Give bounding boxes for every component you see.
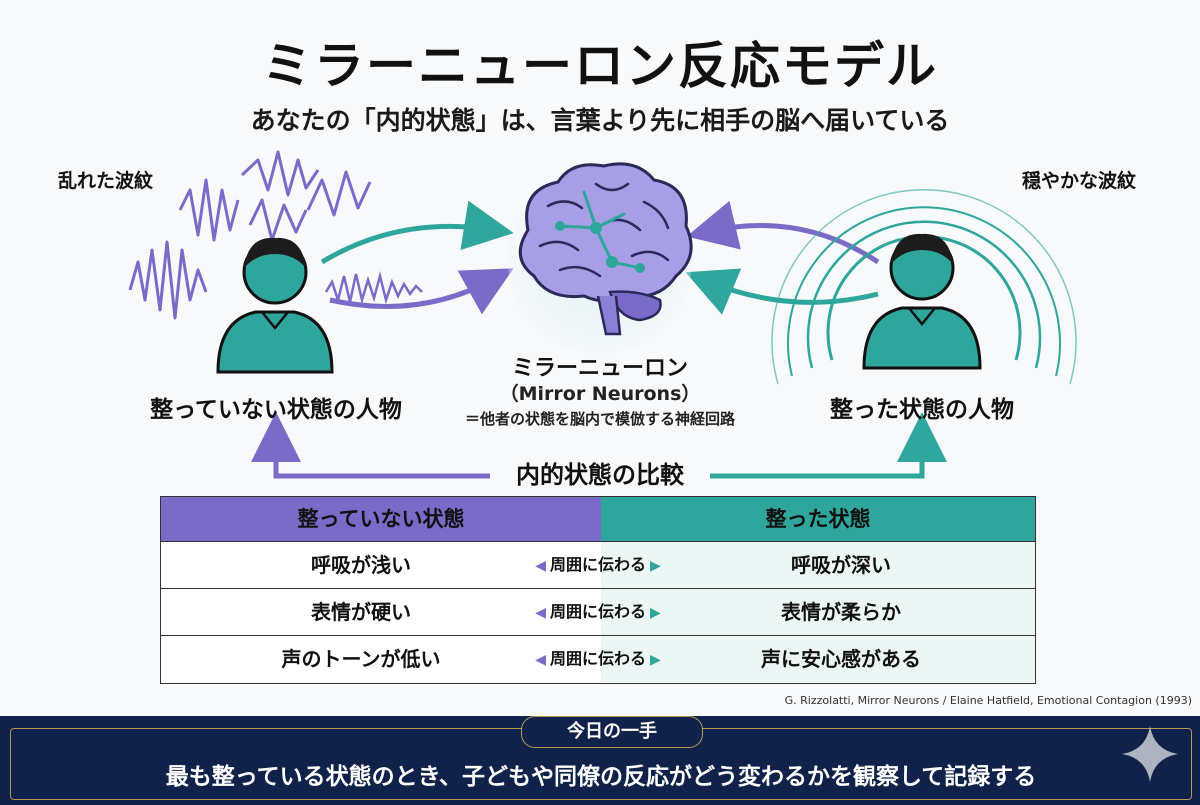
arrow-left-to-brain-top [320, 200, 514, 265]
action-banner: 今日の一手 最も整っている状態のとき、子どもや同僚の反応がどう変わるかを観察して… [0, 716, 1200, 805]
row-middle-cell: ◀周囲に伝わる▶ [535, 649, 661, 668]
arrow-left-icon: ◀ [535, 605, 546, 621]
table-row: 表情が硬い ◀周囲に伝わる▶ 表情が柔らか [161, 588, 1035, 635]
banner-text: 最も整っている状態のとき、子どもや同僚の反応がどう変わるかを観察して記録する [165, 764, 1037, 790]
right-wave-label: 穏やかな波紋 [1022, 170, 1137, 192]
page-title: ミラーニューロン反応モデル [262, 37, 938, 95]
right-person-icon [862, 233, 982, 370]
mirror-neuron-english: （Mirror Neurons） [499, 383, 701, 405]
arrow-right-to-brain-bottom [685, 268, 879, 315]
left-person-icon [216, 237, 334, 374]
mirror-neuron-title: ミラーニューロン [511, 356, 688, 381]
right-person-label: 整った状態の人物 [830, 397, 1014, 423]
banner-frame: 今日の一手 最も整っている状態のとき、子どもや同僚の反応がどう変わるかを観察して… [10, 716, 1192, 800]
arrow-left-to-brain-bottom [329, 268, 514, 315]
row-right-cell: 声に安心感がある [761, 647, 921, 671]
table-header-right: 整った状態 [601, 497, 1035, 541]
compare-arrow-right [710, 412, 947, 479]
row-right-cell: 呼吸が深い [791, 553, 891, 577]
arrow-right-icon: ▶ [650, 652, 661, 668]
row-left-cell: 呼吸が浅い [311, 553, 411, 577]
row-left-cell: 声のトーンが低い [281, 647, 441, 671]
row-middle-cell: ◀周囲に伝わる▶ [535, 555, 661, 574]
comparison-table: 整っていない状態 整った状態 呼吸が浅い ◀周囲に伝わる▶ 呼吸が深い 表情が硬… [160, 496, 1036, 684]
left-person-label: 整っていない状態の人物 [150, 397, 402, 423]
row-right-cell: 表情が柔らか [781, 600, 901, 624]
page-subtitle: あなたの「内的状態」は、言葉より先に相手の脳へ届いている [250, 106, 950, 135]
sparkle-icon [1122, 726, 1178, 782]
comparison-title: 内的状態の比較 [490, 455, 710, 490]
row-left-cell: 表情が硬い [311, 600, 411, 624]
arrow-right-to-brain-top [686, 200, 880, 265]
arrow-right-icon: ▶ [650, 605, 661, 621]
compare-arrow-left [251, 412, 490, 479]
left-chaotic-waves [128, 150, 372, 320]
arrow-left-icon: ◀ [535, 652, 546, 668]
citation: G. Rizzolatti, Mirror Neurons / Elaine H… [784, 694, 1192, 707]
table-row: 呼吸が浅い ◀周囲に伝わる▶ 呼吸が深い [161, 541, 1035, 588]
row-middle-cell: ◀周囲に伝わる▶ [535, 602, 661, 621]
left-signal-lines [324, 271, 423, 305]
banner-tag: 今日の一手 [521, 716, 703, 748]
table-header-left: 整っていない状態 [161, 497, 601, 541]
arrow-left-icon: ◀ [535, 558, 546, 574]
mirror-neuron-description: ＝他者の状態を脳内で模倣する神経回路 [464, 410, 735, 428]
arrow-right-icon: ▶ [650, 558, 661, 574]
brain-icon [508, 162, 693, 354]
left-wave-label: 乱れた波紋 [58, 170, 154, 192]
table-row: 声のトーンが低い ◀周囲に伝わる▶ 声に安心感がある [161, 635, 1035, 682]
